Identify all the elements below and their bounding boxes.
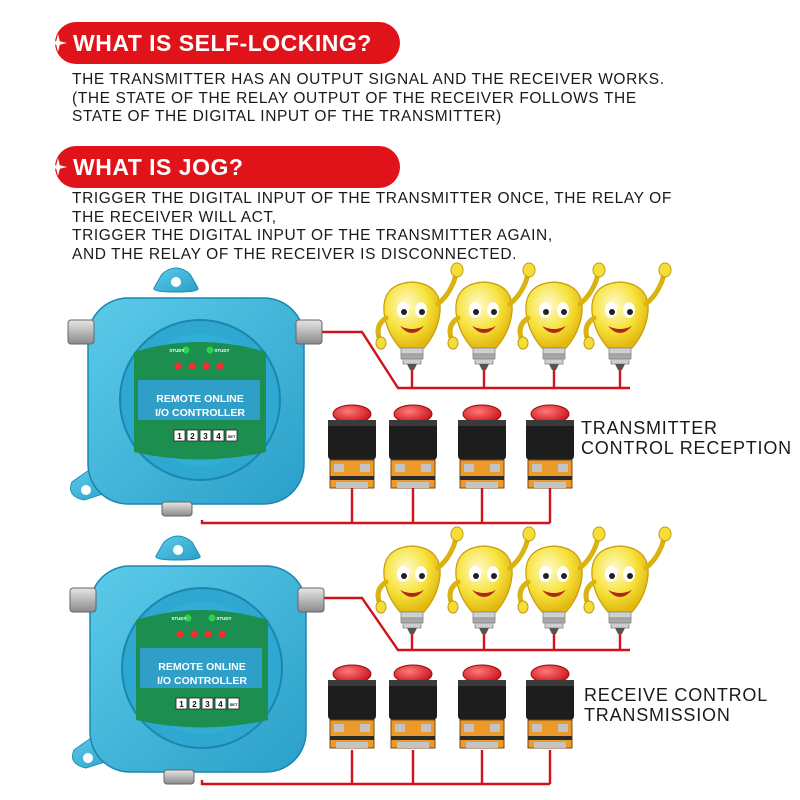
channel-key-4: 4 xyxy=(218,700,223,709)
push-button-icon xyxy=(457,404,507,489)
jog-heading: WHAT IS JOG? xyxy=(73,154,244,180)
push-button-icon xyxy=(457,664,507,749)
jog-heading-banner: WHAT IS JOG? xyxy=(49,146,400,188)
bottom-push-buttons xyxy=(327,664,575,749)
self-locking-line: STATE OF THE DIGITAL INPUT OF THE TRANSM… xyxy=(72,108,502,125)
jog-line: THE RECEIVER WILL ACT, xyxy=(72,208,277,226)
sparkle-icon xyxy=(49,34,67,52)
receiver-mode-label-line1: RECEIVE CONTROL xyxy=(584,685,769,705)
push-button-icon xyxy=(388,404,438,489)
transmitter-controller xyxy=(67,267,323,517)
push-button-icon xyxy=(327,664,377,749)
receiver-controller xyxy=(69,535,325,785)
controller-label-line1: REMOTE ONLINE xyxy=(156,393,244,405)
status-label: STUDY xyxy=(169,348,184,353)
self-locking-heading: WHAT IS SELF-LOCKING? xyxy=(73,30,372,56)
status-label: STUDY xyxy=(216,616,231,621)
channel-key-3: 3 xyxy=(205,700,210,709)
function-key: SET xyxy=(230,702,238,707)
jog-line: TRIGGER THE DIGITAL INPUT OF THE TRANSMI… xyxy=(72,190,672,207)
self-locking-heading-banner: WHAT IS SELF-LOCKING? xyxy=(49,22,400,64)
push-button-icon xyxy=(327,404,377,489)
push-button-icon xyxy=(388,664,438,749)
light-bulb-icon xyxy=(376,527,463,634)
status-label: STUDY xyxy=(171,616,186,621)
receiver-mode-label-line2: TRANSMISSION xyxy=(584,705,731,725)
light-bulb-icon xyxy=(376,263,463,370)
transmitter-mode-label: TRANSMITTER CONTROL RECEPTION xyxy=(581,418,792,458)
push-button-icon xyxy=(525,404,575,489)
channel-key-1: 1 xyxy=(179,700,184,709)
controller-label-line2: I/O CONTROLLER xyxy=(155,407,245,419)
channel-key-1: 1 xyxy=(177,432,182,441)
push-button-icon xyxy=(525,664,575,749)
light-bulb-icon xyxy=(448,527,535,634)
sparkle-icon xyxy=(49,158,67,176)
channel-key-2: 2 xyxy=(192,700,197,709)
self-locking-line: (THE STATE OF THE RELAY OUTPUT OF THE RE… xyxy=(72,89,637,107)
bottom-wires xyxy=(200,596,630,786)
self-locking-line: THE TRANSMITTER HAS AN OUTPUT SIGNAL AND… xyxy=(72,71,665,88)
self-locking-description: THE TRANSMITTER HAS AN OUTPUT SIGNAL AND… xyxy=(72,71,665,127)
function-key: SET xyxy=(228,434,236,439)
channel-key-2: 2 xyxy=(190,432,195,441)
bottom-bulbs xyxy=(376,527,671,634)
channel-key-4: 4 xyxy=(216,432,221,441)
controller-label-line1: REMOTE ONLINE xyxy=(158,661,246,673)
receiver-mode-label: RECEIVE CONTROL TRANSMISSION xyxy=(584,685,768,725)
transmitter-mode-label-line2: CONTROL RECEPTION xyxy=(581,438,792,458)
top-wires xyxy=(200,330,630,525)
transmitter-mode-label-line1: TRANSMITTER xyxy=(581,418,718,438)
jog-line: AND THE RELAY OF THE RECEIVER IS DISCONN… xyxy=(72,245,518,263)
jog-description: TRIGGER THE DIGITAL INPUT OF THE TRANSMI… xyxy=(72,190,672,264)
jog-line: TRIGGER THE DIGITAL INPUT OF THE TRANSMI… xyxy=(72,227,553,244)
channel-key-3: 3 xyxy=(203,432,208,441)
status-label: STUDY xyxy=(214,348,229,353)
light-bulb-icon xyxy=(448,263,535,370)
controller-label-line2: I/O CONTROLLER xyxy=(157,675,247,687)
top-push-buttons xyxy=(327,404,575,489)
top-bulbs xyxy=(376,263,671,370)
